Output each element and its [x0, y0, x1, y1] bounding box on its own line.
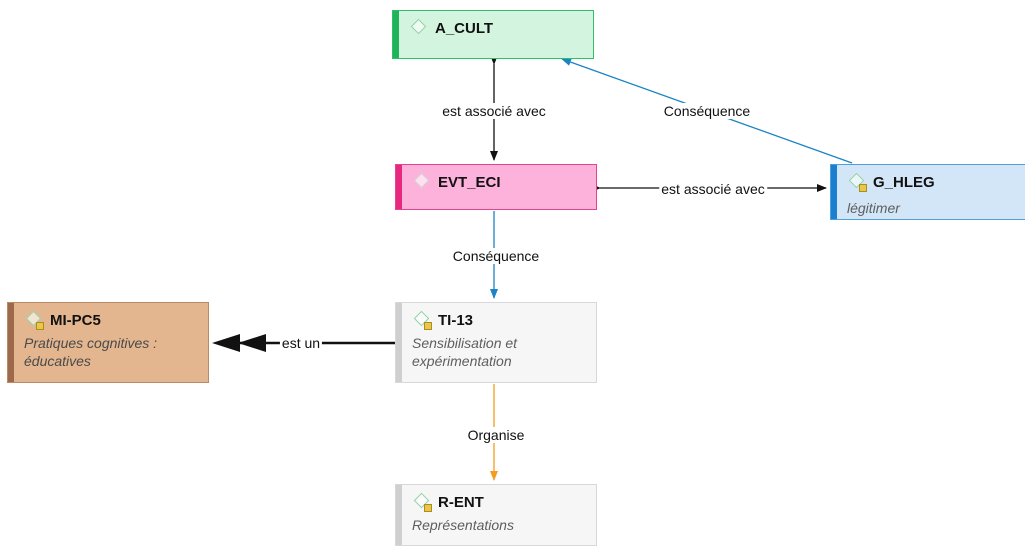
node-title: A_CULT	[435, 19, 494, 37]
node-subtitle-line: éducatives	[24, 353, 91, 369]
diamond-icon	[412, 172, 432, 192]
node-evt-eci[interactable]: EVT_ECI	[395, 164, 597, 210]
diamond-icon	[409, 18, 429, 38]
node-r-ent[interactable]: R-ENT Représentations	[395, 484, 597, 546]
node-color-bar	[831, 165, 837, 219]
edge-label-ti13-rent: Organise	[465, 427, 527, 443]
node-title: G_HLEG	[873, 173, 935, 191]
edge-label-evt-ti13: Conséquence	[450, 248, 542, 264]
node-title: R-ENT	[438, 493, 484, 511]
edge-label-ti13-mi: est un	[279, 335, 323, 351]
edge-label-g-hleg-a-cult: Conséquence	[661, 103, 753, 119]
node-title: EVT_ECI	[438, 173, 501, 191]
node-ti-13[interactable]: TI-13 Sensibilisation et expérimentation	[395, 302, 597, 383]
node-color-bar	[8, 303, 14, 382]
edge-label-a-cult-evt: est associé avec	[440, 103, 548, 119]
node-subtitle-line: expérimentation	[412, 353, 512, 369]
node-subtitle: Représentations	[412, 517, 514, 533]
double-arrowhead	[212, 334, 266, 352]
diamond-document-icon	[412, 310, 432, 330]
diamond-document-icon	[412, 492, 432, 512]
edge-label-evt-g-hleg: est associé avec	[659, 181, 767, 197]
diamond-document-icon	[847, 172, 867, 192]
node-title: MI-PC5	[50, 311, 101, 329]
node-g-hleg[interactable]: G_HLEG légitimer	[830, 164, 1025, 220]
node-color-bar	[396, 485, 402, 545]
node-a-cult[interactable]: A_CULT	[392, 10, 594, 59]
node-subtitle-line: Sensibilisation et	[412, 335, 518, 351]
node-mi-pc5[interactable]: MI-PC5 Pratiques cognitives : éducatives	[7, 302, 209, 383]
node-title: TI-13	[438, 311, 474, 329]
node-subtitle: légitimer	[847, 200, 900, 216]
node-color-bar	[393, 11, 399, 58]
node-color-bar	[396, 165, 402, 209]
node-color-bar	[396, 303, 402, 382]
node-subtitle: Pratiques cognitives : éducatives	[24, 334, 202, 370]
node-subtitle-line: Pratiques cognitives :	[24, 335, 158, 351]
diamond-document-icon	[24, 310, 44, 330]
node-subtitle: Sensibilisation et expérimentation	[412, 334, 590, 370]
